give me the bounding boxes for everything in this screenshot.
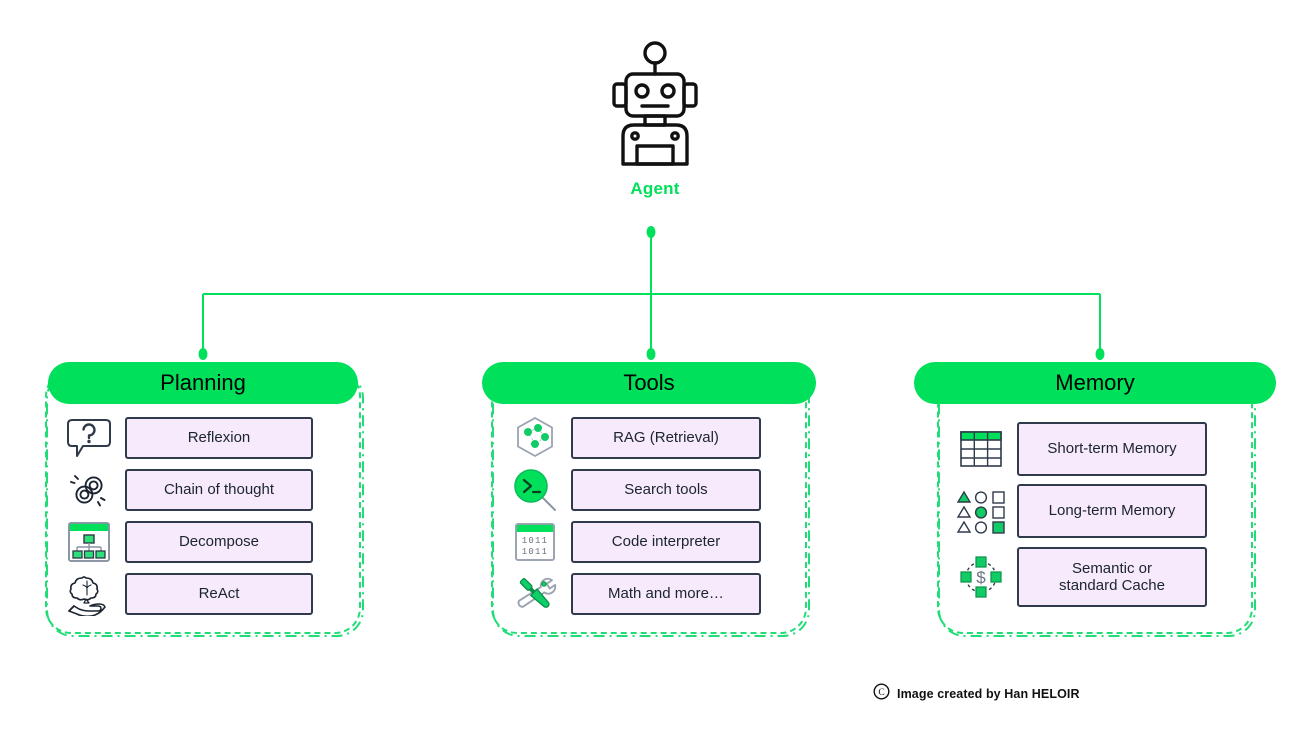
svg-text:C: C <box>878 688 884 698</box>
list-item[interactable]: Reflexion <box>53 414 353 462</box>
svg-text:1011: 1011 <box>522 536 548 546</box>
list-item[interactable]: Decompose <box>53 518 353 566</box>
svg-text:1011: 1011 <box>522 547 548 557</box>
list-item-label: Reflexion <box>125 417 313 459</box>
list-item[interactable]: 1011 1011 Code interpreter <box>499 518 799 566</box>
list-item-label: Math and more… <box>571 573 761 615</box>
group-planning: Planning Reflexion <box>45 362 364 637</box>
list-item-label: Long-term Memory <box>1017 484 1207 538</box>
speech-bubble-question-icon <box>53 416 125 460</box>
group-planning-title[interactable]: Planning <box>48 362 358 404</box>
list-item[interactable]: Short-term Memory <box>945 420 1247 478</box>
list-item[interactable]: Long-term Memory <box>945 482 1247 540</box>
list-item[interactable]: RAG (Retrieval) <box>499 414 799 462</box>
list-item[interactable]: Search tools <box>499 466 799 514</box>
table-grid-icon <box>945 429 1017 469</box>
list-item-label: Semantic or standard Cache <box>1017 547 1207 607</box>
group-memory-title[interactable]: Memory <box>914 362 1276 404</box>
list-item-label: Decompose <box>125 521 313 563</box>
magnifier-terminal-icon <box>499 466 571 514</box>
chain-link-icon <box>53 467 125 513</box>
group-memory: Memory Short-term Memory <box>914 362 1276 637</box>
binary-window-icon: 1011 1011 <box>499 521 571 563</box>
group-tools: Tools RAG (Retrieval) <box>482 362 816 637</box>
group-tools-title[interactable]: Tools <box>482 362 816 404</box>
list-item[interactable]: Chain of thought <box>53 466 353 514</box>
list-item[interactable]: Math and more… <box>499 570 799 618</box>
list-item-label: Short-term Memory <box>1017 422 1207 476</box>
list-item-label: Chain of thought <box>125 469 313 511</box>
list-item-label: RAG (Retrieval) <box>571 417 761 459</box>
copyright-icon: C <box>873 683 890 705</box>
agent-node[interactable]: Agent <box>575 40 735 215</box>
attribution: C Image created by Han HELOIR <box>873 683 1080 705</box>
hand-holding-brain-icon <box>53 572 125 616</box>
list-item[interactable]: ReAct <box>53 570 353 618</box>
robot-icon <box>609 40 701 173</box>
wrench-screwdriver-icon <box>499 571 571 617</box>
list-item-label: Code interpreter <box>571 521 761 563</box>
svg-text:$: $ <box>976 568 986 587</box>
shapes-matrix-icon <box>945 488 1017 534</box>
hexagon-nodes-icon <box>499 415 571 461</box>
list-item-label: ReAct <box>125 573 313 615</box>
hierarchy-window-icon <box>53 521 125 563</box>
attribution-text: Image created by Han HELOIR <box>897 687 1080 701</box>
list-item[interactable]: $ Semantic or standard Cache <box>945 544 1247 610</box>
list-item-label: Search tools <box>571 469 761 511</box>
dollar-cache-icon: $ <box>945 553 1017 601</box>
agent-label: Agent <box>630 179 680 198</box>
